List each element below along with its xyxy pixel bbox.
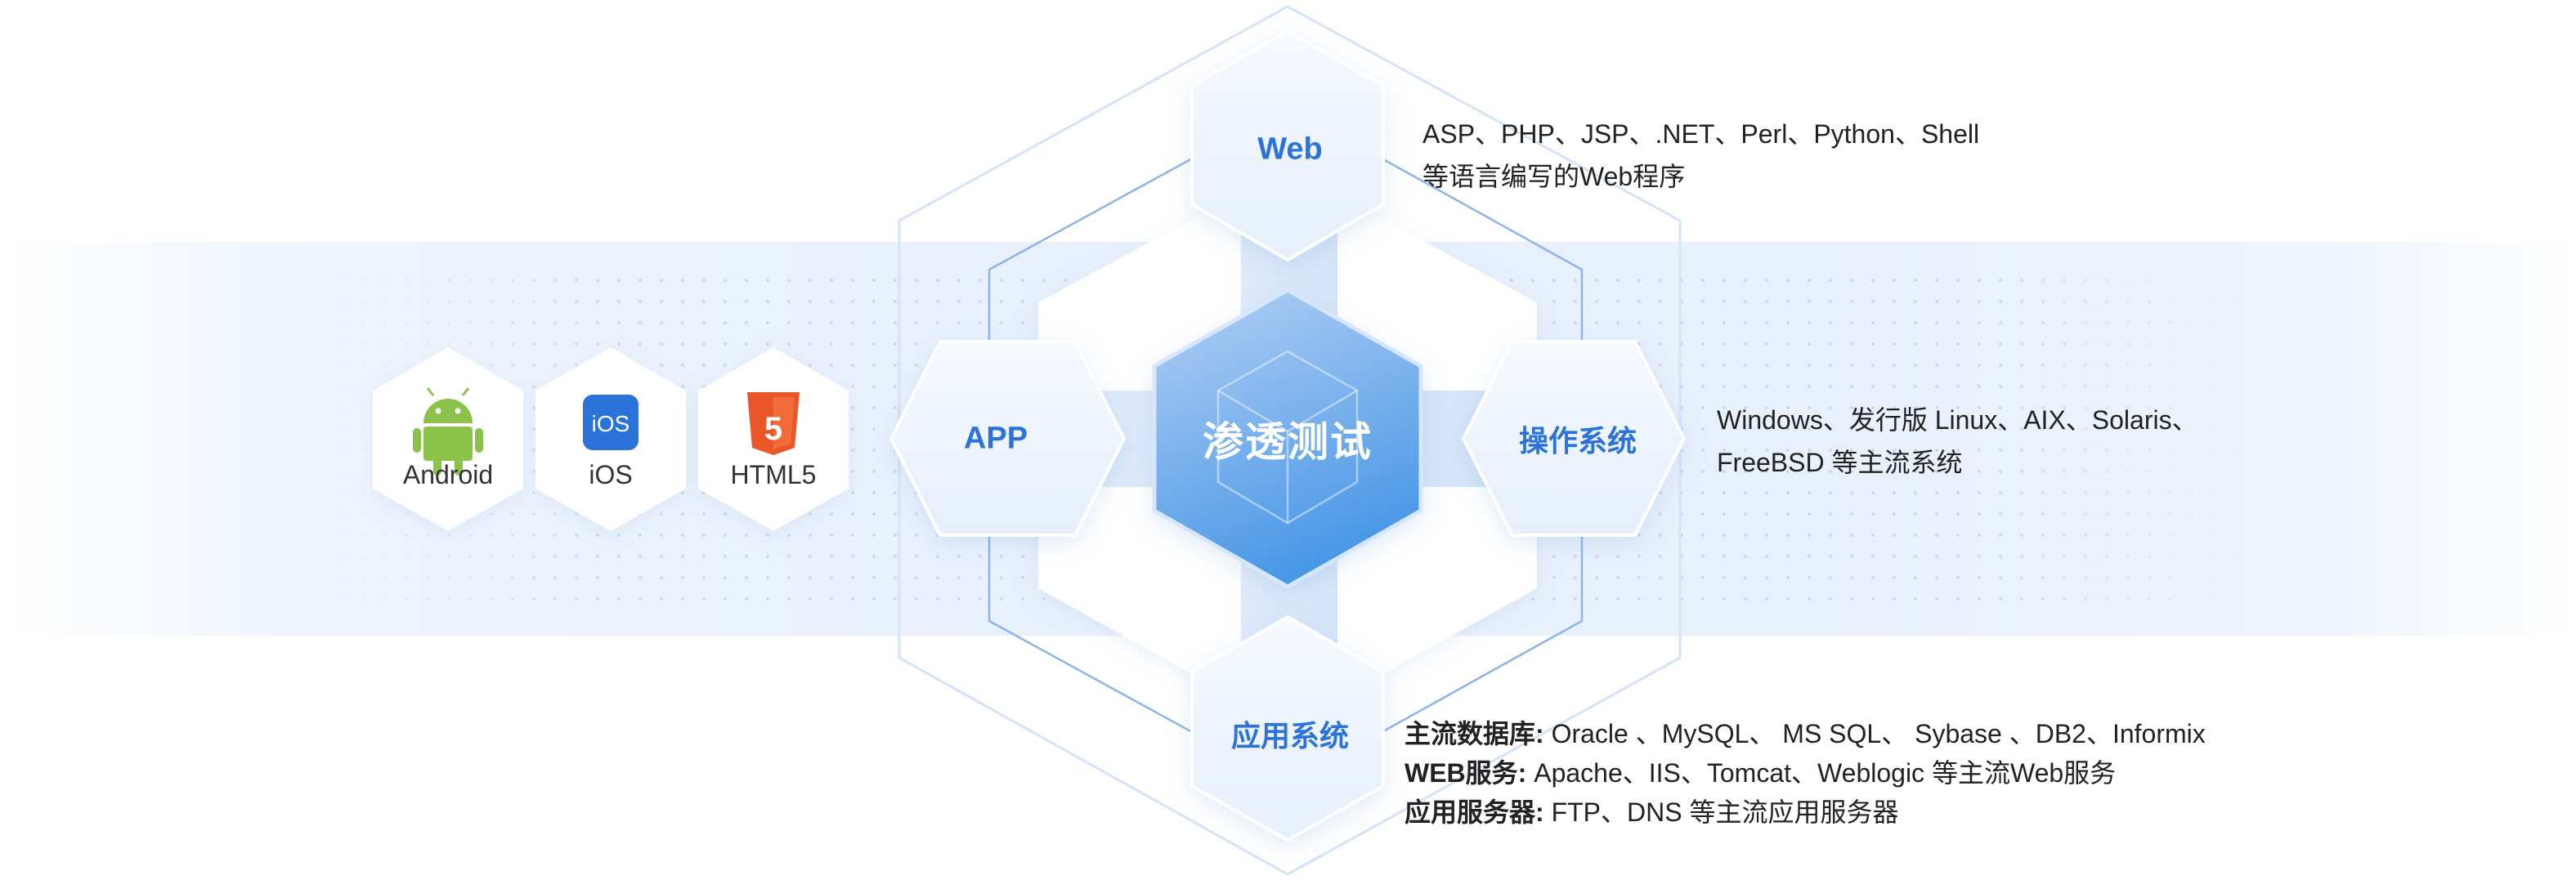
- svg-text:iOS: iOS: [592, 411, 630, 436]
- cube-wireframe-icon: [1216, 350, 1359, 525]
- appsys-description-row: 主流数据库: Oracle 、MySQL、 MS SQL、 Sybase 、DB…: [1404, 714, 2206, 753]
- appsys-row-text: Apache、IIS、Tomcat、Weblogic 等主流Web服务: [1526, 758, 2117, 788]
- node-label-os[interactable]: 操作系统: [1518, 424, 1637, 458]
- center-hexagon: [1152, 288, 1423, 589]
- appsys-description: 主流数据库: Oracle 、MySQL、 MS SQL、 Sybase 、DB…: [1404, 714, 2206, 832]
- appsys-row-label: 主流数据库:: [1404, 719, 1544, 748]
- center-label[interactable]: 渗透测试: [1203, 419, 1373, 465]
- node-hexagon-appsys: [1190, 614, 1385, 842]
- svg-text:5: 5: [764, 411, 782, 447]
- os-description-line-1: Windows、发行版 Linux、AIX、Solaris、: [1717, 405, 2198, 435]
- appsys-row-label: 应用服务器:: [1404, 797, 1544, 827]
- node-hexagon-web: [1190, 29, 1385, 262]
- ios-icon: iOS: [583, 395, 638, 450]
- appsys-row-label: WEB服务:: [1404, 758, 1527, 788]
- platform-label-android: Android: [402, 460, 494, 489]
- web-description: ASP、PHP、JSP、.NET、Perl、Python、Shell 等语言编写…: [1422, 113, 1979, 198]
- appsys-description-row: 应用服务器: FTP、DNS 等主流应用服务器: [1404, 793, 2206, 832]
- node-label-app[interactable]: APP: [963, 421, 1028, 456]
- node-label-appsys[interactable]: 应用系统: [1230, 719, 1350, 753]
- html5-icon: 5: [747, 392, 800, 455]
- os-description-line-2: FreeBSD 等主流系统: [1717, 448, 1963, 477]
- appsys-description-row: WEB服务: Apache、IIS、Tomcat、Weblogic 等主流Web…: [1404, 753, 2206, 793]
- node-label-web[interactable]: Web: [1257, 132, 1323, 167]
- web-description-line-1: ASP、PHP、JSP、.NET、Perl、Python、Shell: [1422, 119, 1980, 149]
- platform-label-html5: HTML5: [730, 460, 817, 489]
- android-icon: [413, 387, 483, 476]
- node-hexagon-os: [1461, 340, 1687, 537]
- appsys-row-text: FTP、DNS 等主流应用服务器: [1543, 797, 1899, 827]
- os-description: Windows、发行版 Linux、AIX、Solaris、 FreeBSD 等…: [1717, 399, 2198, 484]
- platform-label-ios: iOS: [589, 460, 633, 489]
- outer-hexagon-outline: [898, 5, 1682, 876]
- node-hexagon-app: [889, 340, 1127, 537]
- appsys-row-text: Oracle 、MySQL、 MS SQL、 Sybase 、DB2、Infor…: [1543, 719, 2206, 748]
- web-description-line-2: 等语言编写的Web程序: [1422, 162, 1686, 191]
